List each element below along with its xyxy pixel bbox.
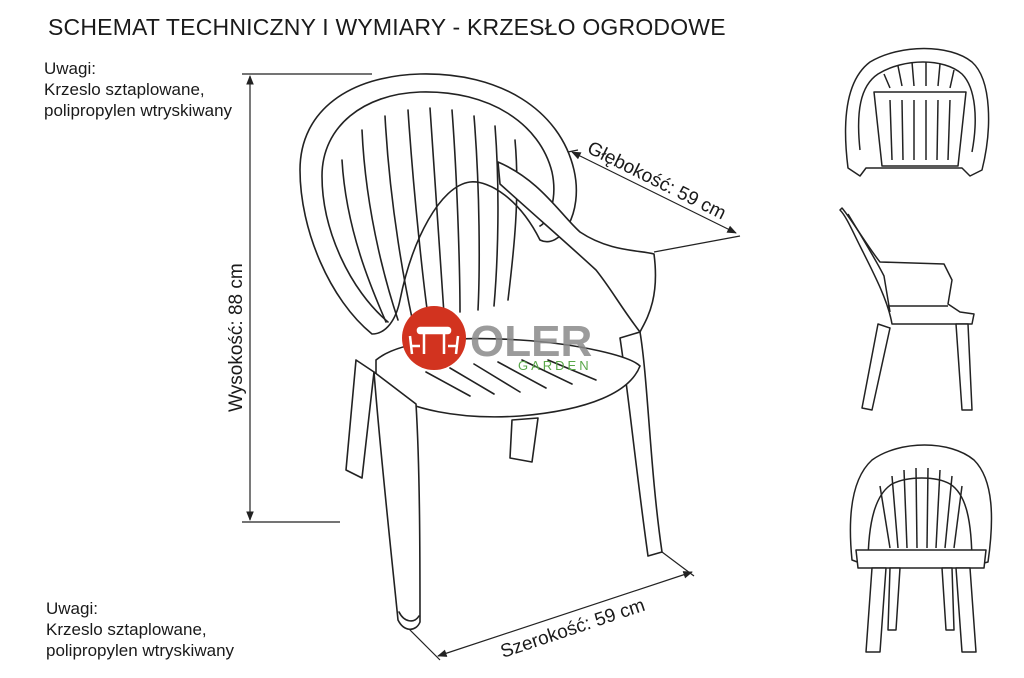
- notes-heading: Uwagi:: [46, 599, 98, 618]
- logo-table-icon: [408, 326, 460, 355]
- chair-front-left-leg: [373, 371, 421, 631]
- side-view-back-leg: [861, 323, 891, 411]
- front-view-back-right-leg: [941, 567, 955, 631]
- notes-top: Uwagi: Krzeslo sztaplowane, polipropylen…: [44, 58, 232, 121]
- front-view-right-leg: [955, 567, 977, 653]
- side-view-body: [839, 207, 975, 325]
- backrest-slats: [341, 107, 518, 323]
- chair-armrest: [497, 161, 657, 333]
- notes-line: Krzeslo sztaplowane,: [46, 620, 207, 639]
- front-view-back-left-leg: [887, 567, 901, 631]
- depth-label: Głębokość: 59 cm: [584, 138, 729, 225]
- top-view-slats: [883, 61, 955, 161]
- chair-backrest: [299, 73, 578, 335]
- chair-main-view: [299, 73, 663, 631]
- brand-logo: OLER GARDEN: [402, 306, 592, 373]
- top-view-seat: [873, 91, 967, 167]
- chair-side-view: [839, 207, 975, 411]
- side-view-front-leg: [955, 323, 973, 411]
- front-view-slats: [879, 467, 963, 549]
- extension-line: [653, 235, 741, 253]
- seat-slats: [425, 359, 597, 397]
- front-view-seat: [855, 549, 987, 569]
- notes-line: Krzeslo sztaplowane,: [44, 80, 205, 99]
- height-label: Wysokość: 88 cm: [226, 263, 247, 412]
- logo-brand-text: OLER: [470, 317, 592, 366]
- logo-circle: [402, 306, 466, 370]
- depth-arrow: [571, 151, 737, 234]
- notes-line: polipropylen wtryskiwany: [46, 641, 235, 660]
- chair-back-right-leg: [509, 417, 539, 463]
- chair-back-left-leg: [345, 359, 375, 479]
- height-dimension: [242, 73, 372, 523]
- front-view-backrest: [849, 444, 993, 567]
- chair-top-view: [844, 47, 990, 177]
- notes-bottom: Uwagi: Krzeslo sztaplowane, polipropylen…: [46, 598, 234, 661]
- front-view-left-leg: [865, 567, 887, 653]
- chair-front-view: [849, 444, 993, 653]
- notes-line: polipropylen wtryskiwany: [44, 101, 233, 120]
- logo-sub-text: GARDEN: [518, 358, 592, 373]
- notes-heading: Uwagi:: [44, 59, 96, 78]
- chair-backrest-rim: [321, 91, 555, 323]
- page-title: SCHEMAT TECHNICZNY I WYMIARY - KRZESŁO O…: [48, 14, 726, 40]
- width-arrow: [437, 571, 693, 657]
